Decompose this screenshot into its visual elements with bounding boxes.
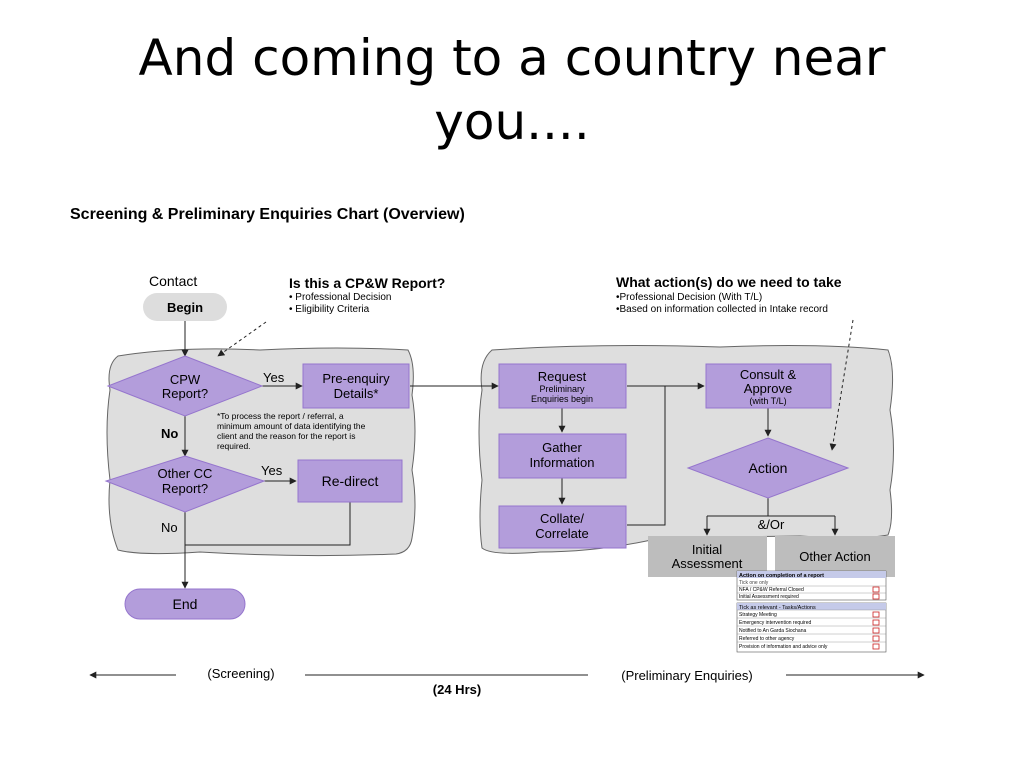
other-cc-decision [104,455,266,513]
screening-label: (Screening) [207,666,274,681]
other-action-label: Other Action [799,549,871,564]
consult-label-2: Approve [744,381,792,396]
footnote-line-2: minimum amount of data identifying the [217,421,366,431]
other-cc-label-2: Report? [162,481,208,496]
collate-box [498,505,627,549]
completion-form: Action on completion of a report Tick on… [736,570,887,601]
and-or-label: &/Or [758,517,785,532]
completion-form-row-1: NFA / CP&W Referral Closed [739,587,804,593]
contact-label: Contact [149,273,197,289]
completion-form-checkbox-2[interactable] [872,593,880,600]
initial-assessment-label-2: Assessment [672,556,743,571]
tasks-form-header: Tick as relevant - Tasks/Actions [739,605,816,611]
collate-loop-line [627,386,666,526]
slide-title: And coming to a country near you.... [0,26,1024,154]
action-decision [686,437,850,499]
tasks-form-row-2: Emergency intervention required [739,620,811,626]
cpw-report-decision [106,355,264,417]
action-label: Action [749,460,788,476]
end-label: End [173,596,198,612]
cpw-report-label-1: CPW [170,372,201,387]
request-label-1: Request [538,369,587,384]
collate-label-1: Collate/ [540,511,584,526]
yes-label-2: Yes [261,463,283,478]
tasks-form-row-1: Strategy Meeting [739,612,777,618]
question1-item-1: • Professional Decision [289,292,391,303]
hours-label: (24 Hrs) [433,682,481,697]
other-action-box [775,536,895,577]
consult-label-1: Consult & [740,367,797,382]
pre-enquiry-label-2: Details* [334,386,379,401]
question1-pointer [217,321,267,357]
preliminary-label: (Preliminary Enquiries) [621,668,752,683]
consult-box [705,363,832,409]
tasks-form: Tick as relevant - Tasks/Actions Strateg… [736,602,887,653]
tasks-form-checkbox-3[interactable] [872,627,880,634]
no-label-1: No [161,426,178,441]
question2-title: What action(s) do we need to take [616,274,842,290]
gather-label-2: Information [529,455,594,470]
no-label-2: No [161,520,178,535]
completion-form-header: Action on completion of a report [739,573,824,579]
tasks-form-row-5: Provision of information and advice only [739,644,828,650]
slide-title-line-2: you.... [434,93,590,151]
question1-title: Is this a CP&W Report? [289,275,445,291]
pre-enquiry-box [302,363,410,409]
completion-form-row-2: Initial Assessment required [739,594,799,600]
tasks-form-checkbox-1[interactable] [872,611,880,618]
gather-label-1: Gather [542,440,582,455]
tasks-form-checkbox-5[interactable] [872,643,880,650]
chart-title: Screening & Preliminary Enquiries Chart … [70,206,465,223]
request-label-2: Preliminary [539,384,585,394]
other-cc-label-1: Other CC [158,466,213,481]
footnote-line-1: *To process the report / referral, a [217,411,344,421]
consult-label-3: (with T/L) [749,396,786,406]
slide-title-line-1: And coming to a country near [138,29,886,87]
tasks-form-row-3: Notified to An Garda Siochana [739,628,806,634]
begin-node [143,293,227,321]
tasks-form-row-4: Referred to other agency [739,636,795,642]
end-node [124,588,246,620]
pre-enquiry-label-1: Pre-enquiry [322,371,390,386]
footnote-line-4: required. [217,441,251,451]
yes-label-1: Yes [263,370,285,385]
completion-form-checkbox-1[interactable] [872,586,880,593]
collate-label-2: Correlate [535,526,588,541]
completion-form-sub: Tick one only [739,580,769,586]
question2-pointer [829,319,854,451]
question2-item-1: •Professional Decision (With T/L) [616,292,762,303]
request-box [498,363,627,409]
redirect-to-end-line [185,502,351,546]
question2-item-2: •Based on information collected in Intak… [616,304,828,315]
gather-box [498,433,627,479]
tasks-form-checkbox-4[interactable] [872,635,880,642]
redirect-box [297,459,403,503]
cpw-report-label-2: Report? [162,386,208,401]
question1-item-2: • Eligibility Criteria [289,304,370,315]
initial-assessment-box [648,536,767,577]
begin-label: Begin [167,300,203,315]
footnote-line-3: client and the reason for the report is [217,431,355,441]
initial-assessment-label-1: Initial [692,542,722,557]
redirect-label: Re-direct [322,473,379,489]
tasks-form-checkbox-2[interactable] [872,619,880,626]
request-label-3: Enquiries begin [531,394,593,404]
